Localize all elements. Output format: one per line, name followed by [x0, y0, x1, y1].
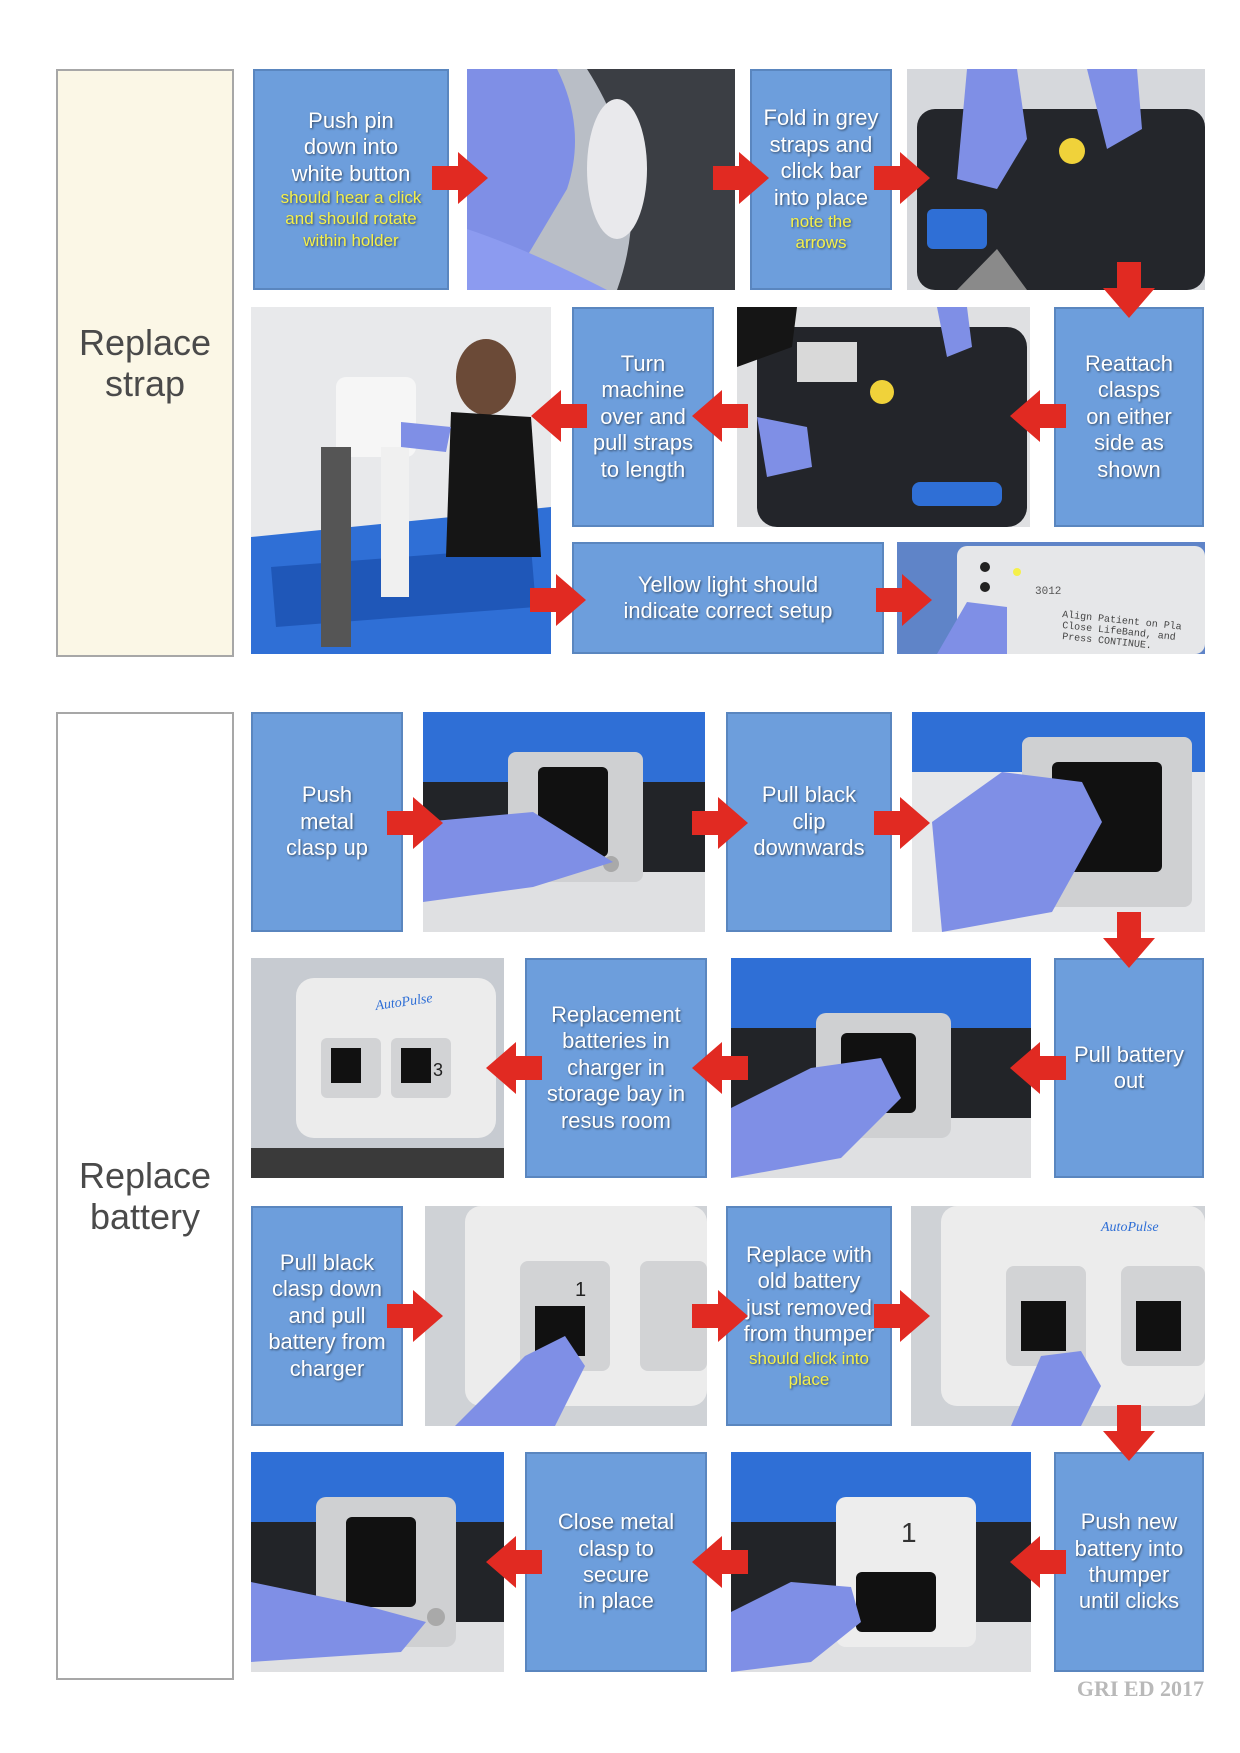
section-label-line2: battery [89, 1196, 201, 1237]
arrow-left-icon [1010, 388, 1066, 444]
photo-pin-into-button [467, 69, 735, 290]
step-text: Fold in grey straps and click bar into p… [763, 105, 879, 210]
photo-pull-straps [251, 307, 551, 654]
arrow-left-icon [692, 388, 748, 444]
step-replacement-batteries: Replacement batteries in charger in stor… [525, 958, 707, 1178]
section-label-line1: Replace [78, 1154, 212, 1196]
step-text: Yellow light should indicate correct set… [623, 571, 833, 623]
step-text: Close metal clasp to secure in place [557, 1509, 675, 1614]
step-text: Replacement batteries in charger in stor… [546, 1002, 686, 1133]
photo-pull-from-charger: 1 [425, 1206, 707, 1426]
photo-pull-battery-out [731, 958, 1031, 1178]
arrow-right-icon [530, 572, 586, 628]
step-note: should hear a click and should rotate wi… [280, 188, 422, 250]
section-label-replace-battery: Replace battery [56, 712, 234, 1680]
autopulse-logo: AutoPulse [1100, 1220, 1159, 1235]
arrow-down-icon [1101, 1405, 1157, 1461]
arrow-down-icon [1101, 912, 1157, 968]
arrow-left-icon [486, 1040, 542, 1096]
photo-pull-black-clip [912, 712, 1205, 932]
arrow-right-icon [692, 795, 748, 851]
step-text: Replace with old battery just removed fr… [743, 1241, 875, 1347]
arrow-down-icon [1101, 262, 1157, 318]
battery-number: 1 [901, 1517, 917, 1548]
arrow-right-icon [713, 150, 769, 206]
photo-display-panel: 3012 Align Patient on Pla Close LifeBand… [897, 542, 1205, 654]
arrow-right-icon [432, 150, 488, 206]
section-label-line1: Replace [78, 321, 212, 363]
step-fold-in-straps: Fold in grey straps and click bar into p… [750, 69, 892, 290]
step-push-metal-clasp: Push metal clasp up [251, 712, 403, 932]
step-pull-battery-out: Pull battery out [1054, 958, 1204, 1178]
step-yellow-light: Yellow light should indicate correct set… [572, 542, 884, 654]
arrow-left-icon [486, 1534, 542, 1590]
display-code: 3012 [1035, 586, 1061, 598]
step-note: note the arrows [790, 212, 852, 253]
battery-number: 1 [575, 1279, 586, 1301]
battery-number: 3 [433, 1060, 443, 1080]
arrow-left-icon [1010, 1534, 1066, 1590]
arrow-left-icon [692, 1040, 748, 1096]
step-text: Reattach clasps on either side as shown [1084, 351, 1174, 482]
step-text: Pull battery out [1073, 1041, 1185, 1093]
section-label-replace-strap: Replace strap [56, 69, 234, 657]
step-text: Turn machine over and pull straps to len… [592, 351, 694, 482]
step-replace-with-old-battery: Replace with old battery just removed fr… [726, 1206, 892, 1426]
step-text: Push metal clasp up [286, 782, 368, 861]
step-turn-machine: Turn machine over and pull straps to len… [572, 307, 714, 527]
step-push-new-battery: Push new battery into thumper until clic… [1054, 1452, 1204, 1672]
photo-close-metal-clasp [251, 1452, 504, 1672]
photo-old-battery-into-charger: AutoPulse [911, 1206, 1205, 1426]
arrow-right-icon [874, 1288, 930, 1344]
arrow-right-icon [874, 795, 930, 851]
arrow-left-icon [531, 388, 587, 444]
arrow-right-icon [692, 1288, 748, 1344]
section-label-line2: strap [104, 363, 186, 404]
step-close-metal-clasp: Close metal clasp to secure in place [525, 1452, 707, 1672]
step-push-pin: Push pin down into white button should h… [253, 69, 449, 290]
arrow-left-icon [692, 1534, 748, 1590]
photo-battery-charger: AutoPulse 3 [251, 958, 504, 1178]
step-pull-black-clasp: Pull black clasp down and pull battery f… [251, 1206, 403, 1426]
arrow-right-icon [387, 795, 443, 851]
photo-push-metal-clasp [423, 712, 705, 932]
photo-reattach-clasps [737, 307, 1030, 527]
step-pull-black-clip: Pull black clip downwards [726, 712, 892, 932]
arrow-right-icon [876, 572, 932, 628]
arrow-left-icon [1010, 1040, 1066, 1096]
arrow-right-icon [874, 150, 930, 206]
photo-fold-straps [907, 69, 1205, 290]
step-text: Pull black clip downwards [753, 782, 865, 861]
photo-push-new-battery: 1 [731, 1452, 1031, 1672]
step-text: Push pin down into white button [291, 108, 411, 186]
step-note: should click into place [748, 1348, 869, 1389]
step-reattach-clasps: Reattach clasps on either side as shown [1054, 307, 1204, 527]
step-text: Push new battery into thumper until clic… [1074, 1509, 1184, 1614]
footer-credit: GRI ED 2017 [1076, 1676, 1204, 1701]
arrow-right-icon [387, 1288, 443, 1344]
step-text: Pull black clasp down and pull battery f… [268, 1250, 386, 1381]
